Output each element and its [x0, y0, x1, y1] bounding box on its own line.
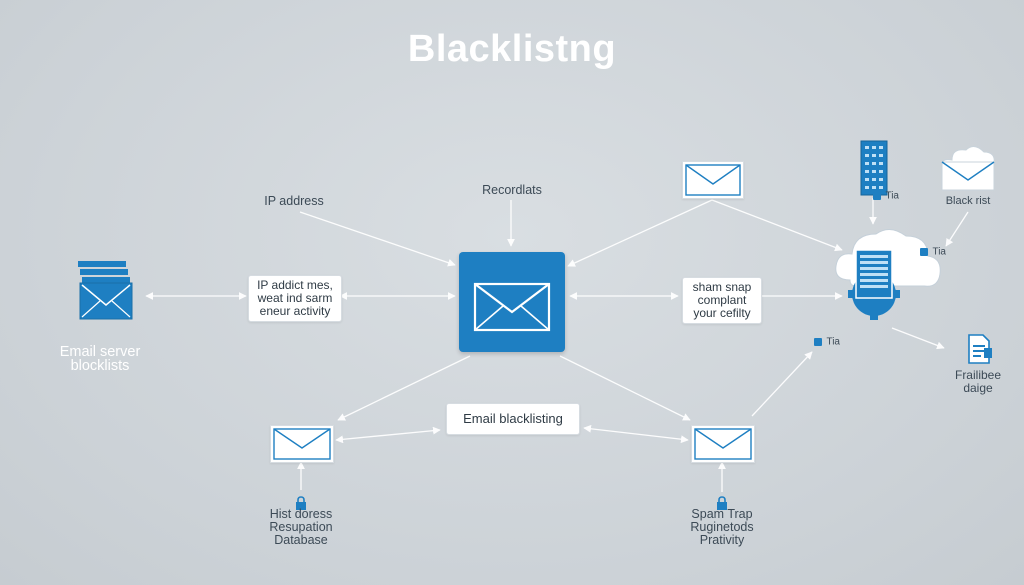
envelope-bottom-right	[691, 425, 755, 463]
arrow-env-cloud	[711, 199, 843, 252]
arrow-blackrist-cloud	[945, 211, 969, 247]
arrow-ip-hub	[299, 211, 456, 267]
server-icon	[860, 140, 888, 196]
spam-trap-label: Spam Trap Ruginetods Prativity	[690, 507, 754, 547]
hist-doress-label: Hist doress Resupation Database	[269, 507, 333, 547]
stacked-envelopes-icon	[76, 261, 136, 325]
recordlats-label: Recordlats	[482, 183, 542, 197]
tag-icon	[814, 337, 822, 346]
spam-complaint-box: sham snap complant your cefilty	[682, 277, 762, 324]
diagram-title: Blacklistng	[407, 28, 617, 70]
document-icon	[966, 334, 994, 364]
arrow-cloud-doc	[891, 327, 945, 350]
tag-icon	[920, 247, 928, 256]
envelope-top	[682, 161, 744, 199]
arrow-box-env-right	[583, 424, 689, 444]
envelope-icon	[694, 428, 752, 460]
lock-icon	[715, 496, 729, 510]
frailibee-daige-label: Frailibee daige	[954, 368, 1002, 395]
tia-right-tag: Tia	[920, 243, 958, 257]
envelope-bottom-left	[270, 425, 334, 463]
central-email-hub	[459, 252, 565, 352]
envelope-icon	[273, 428, 331, 460]
black-rist-label: Black rist	[945, 195, 991, 207]
cloud-envelope-icon	[938, 144, 998, 194]
arrow-hub-env-left	[337, 355, 471, 421]
envelope-icon	[473, 282, 551, 332]
arrow-env-left-box	[335, 426, 441, 444]
envelope-icon	[685, 164, 741, 196]
tag-icon	[873, 191, 881, 200]
cloud-server-node	[832, 222, 944, 320]
arrow-env-hub	[567, 199, 713, 267]
arrow-hub-env-right	[559, 355, 691, 421]
arrow-env-right-up	[751, 351, 813, 417]
email-server-blocklists-label: Email server blocklists	[59, 344, 141, 374]
email-blacklisting-box: Email blacklisting	[446, 403, 580, 435]
tia-top-tag: Tia	[873, 187, 905, 201]
tia-mid-tag: Tia	[814, 333, 850, 347]
ip-activity-box: IP addict mes, weat ind sarm eneur activ…	[248, 275, 342, 322]
lock-icon	[294, 496, 308, 510]
ip-address-label: IP address	[264, 194, 324, 208]
